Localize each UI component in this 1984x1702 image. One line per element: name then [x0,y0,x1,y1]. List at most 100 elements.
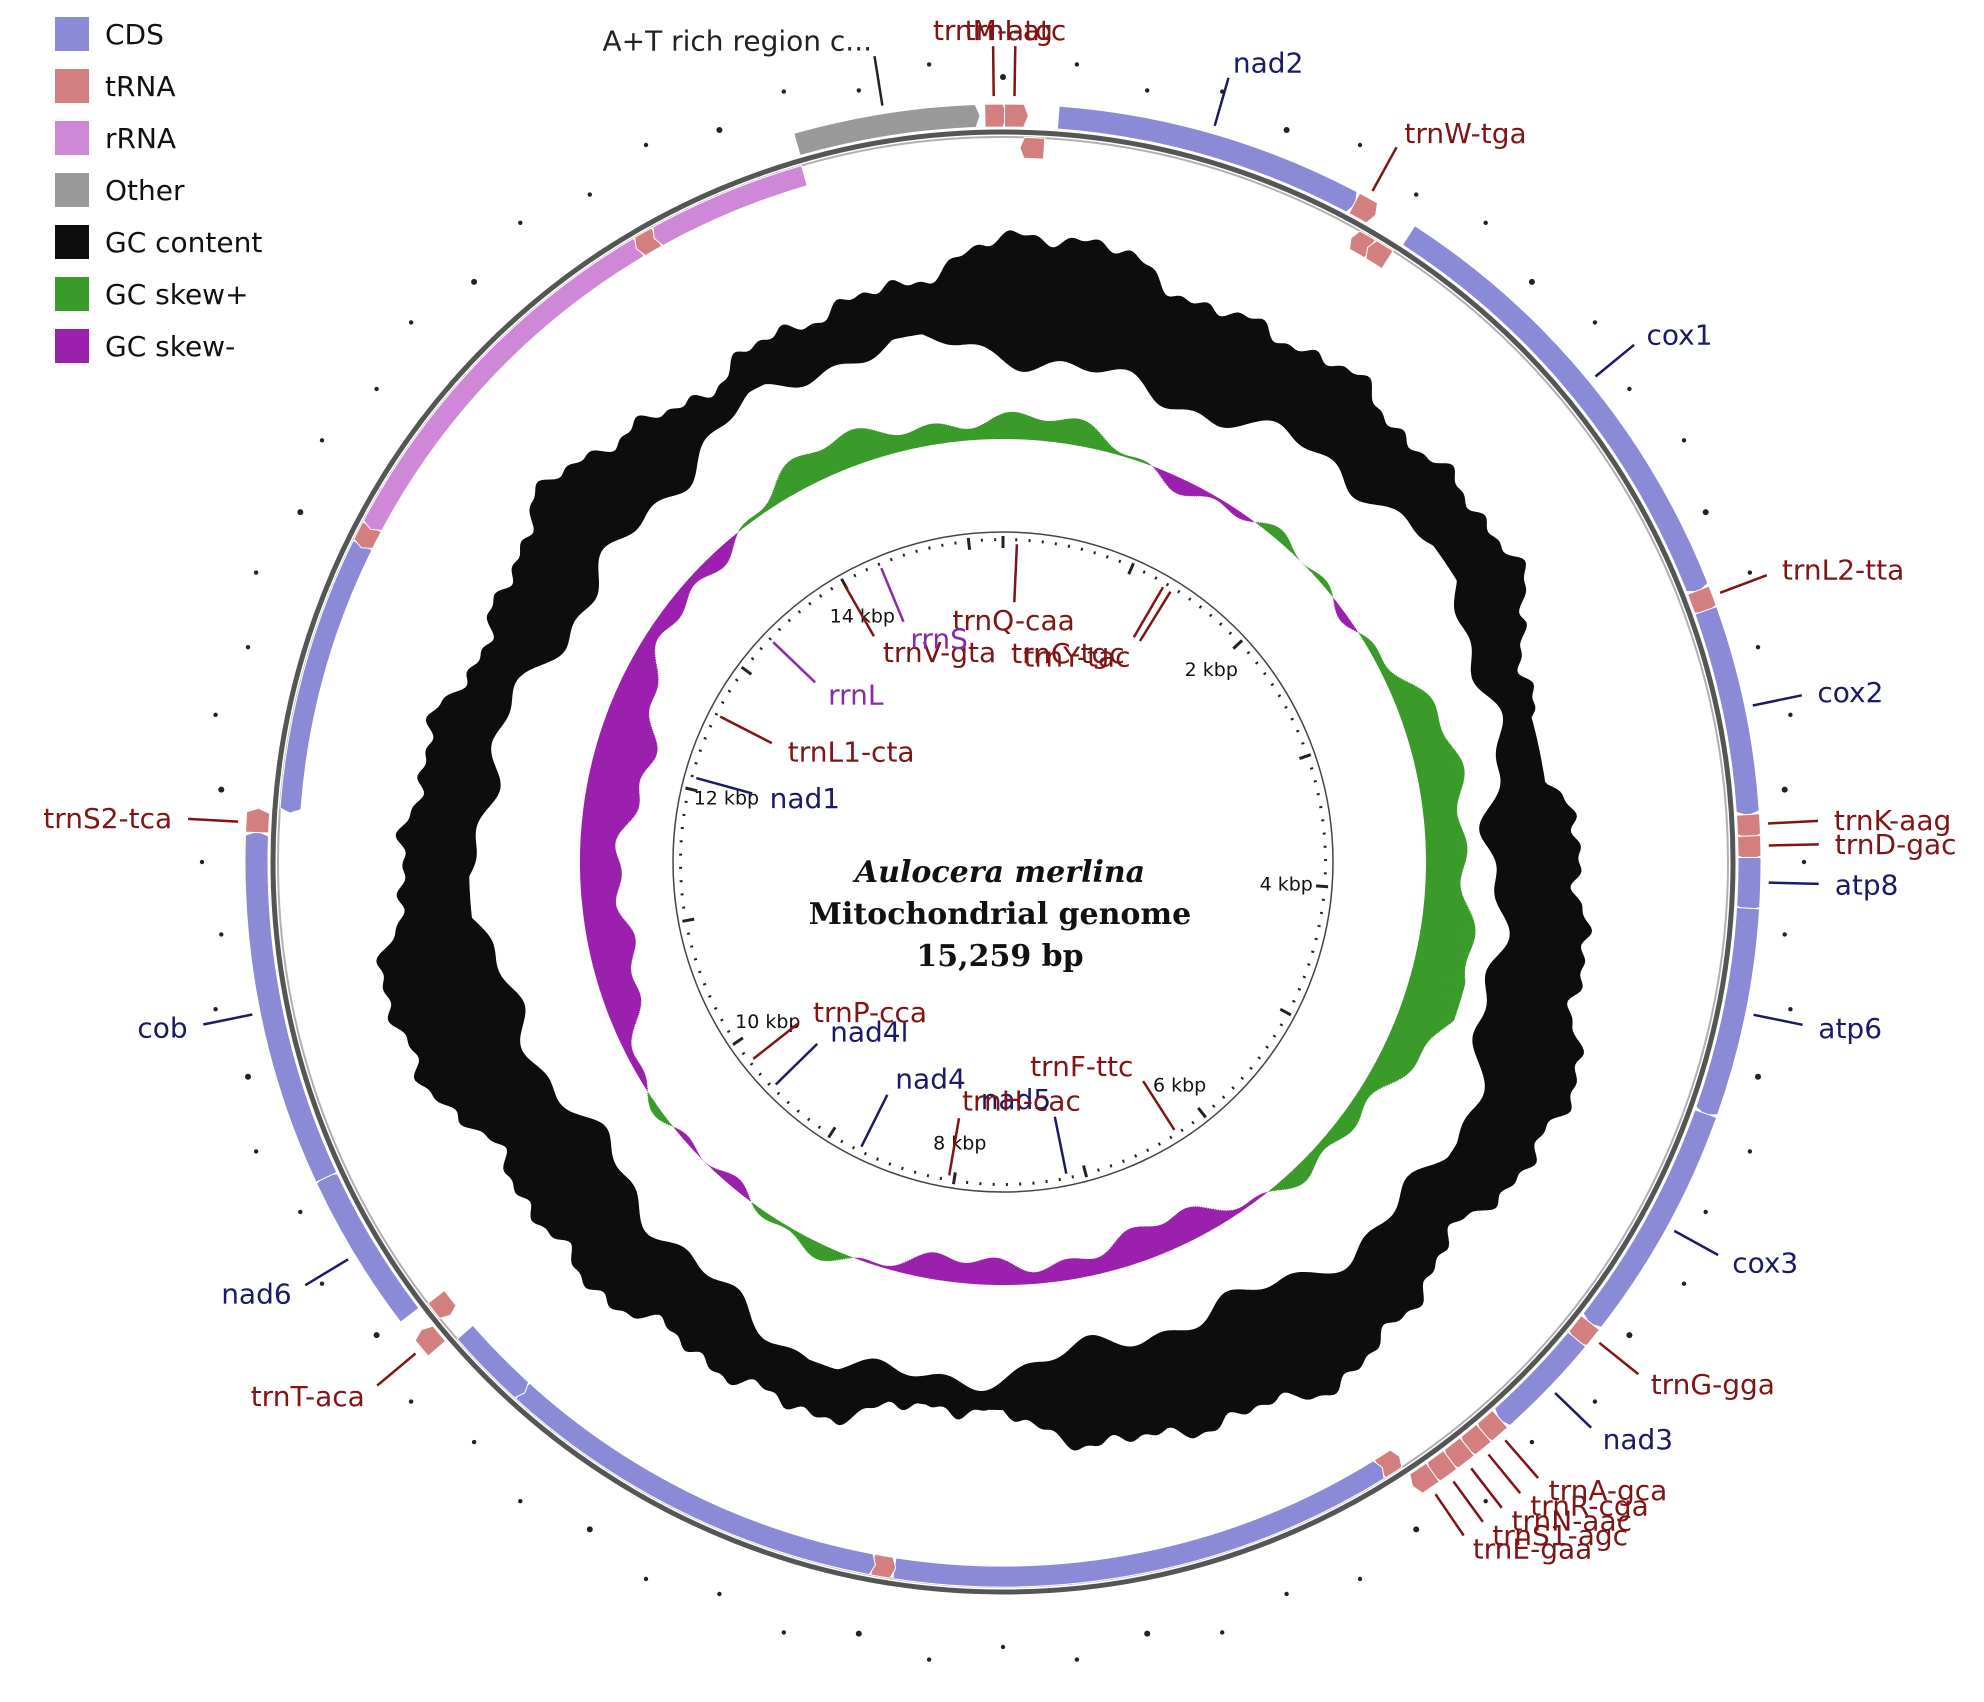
leader-line [1452,1480,1484,1523]
gc-skew-bar [1392,1023,1431,1042]
tick-dot [1592,320,1598,325]
tick-dot [213,1007,218,1012]
gc-skew-bar [1298,1162,1312,1176]
gc-skew-bar [799,1234,806,1244]
gc-skew-bar [647,1092,650,1096]
gc-skew-bar [597,972,632,985]
gc-skew-bar [1419,779,1465,790]
ruler-tick [1082,1165,1089,1178]
gc-skew-bar [679,1131,686,1137]
gc-skew-bar [653,1109,662,1117]
gc-skew-bar [1415,954,1466,969]
gc-skew-bar [583,805,636,816]
gc-skew-bar [761,508,767,513]
gc-skew-bar [647,1097,653,1102]
gc-skew-bar [600,982,636,996]
gc-skew-bar [593,959,633,973]
legend-label-gc-skew-plus: GC skew+ [105,277,249,311]
gc-skew-bar [630,1059,639,1066]
gc-skew-bar [580,853,618,857]
gc-skew-bar [773,486,784,502]
ruler-tick [1067,544,1071,548]
gc-skew-bar [1059,1260,1065,1281]
gc-skew-bar [600,980,635,994]
gc-skew-bar [1158,469,1164,477]
gc-skew-bar [1166,1220,1181,1247]
gc-skew-bar [1376,660,1384,666]
gc-skew-bar [781,468,797,494]
leader-line [1598,1341,1640,1376]
feature-label-trnd-gac: trnD-gac [1835,828,1957,861]
gc-skew-bar [1369,646,1378,653]
feature-trnh-cac [870,1553,897,1579]
gc-skew-bar [580,843,616,848]
gc-skew-bar [608,706,651,726]
gc-skew-bar [1107,444,1112,453]
gc-skew-bar [610,1008,641,1023]
gc-skew-bar [583,914,621,922]
gc-skew-bar [856,1257,860,1260]
gc-skew-bar [638,1072,646,1079]
tick-dot [926,62,932,67]
gc-skew-bar [1271,1187,1276,1192]
gc-skew-bar [1341,617,1350,624]
leader-line [1142,1080,1176,1131]
gc-skew-bar [1382,1046,1417,1065]
tick-dot [471,1439,477,1445]
gc-skew-bar [1392,685,1418,699]
gc-skew-bar [581,826,622,833]
gc-skew-bar [1202,1206,1217,1229]
gc-skew-bar [1206,1207,1220,1227]
gc-skew-bar [675,1127,679,1132]
gc-skew-bar [844,1254,849,1260]
gc-skew-bar [1153,466,1157,470]
feature-cox1 [1401,224,1709,593]
ruler-tick [863,1151,867,1156]
ruler-tick [1284,705,1288,709]
tick-dot [1681,438,1687,443]
gc-skew-bar [1407,982,1462,1001]
gc-skew-bar [1177,479,1186,495]
gc-skew-bar [1425,872,1462,876]
ruler-tick [720,700,725,705]
ruler-tick [941,543,944,547]
tick-dot [1626,1332,1633,1339]
gc-skew-bar [833,1251,840,1261]
gc-skew-bar [1424,898,1467,905]
gc-skew-bar [1418,940,1471,953]
gc-skew-bar [646,1088,649,1092]
gc-skew-bar [590,944,636,958]
gc-skew-bar [1315,1145,1324,1153]
gc-skew-bar [1284,541,1291,549]
gc-skew-bar [808,1240,818,1255]
gc-skew-bar [599,731,658,753]
gc-skew-bar [883,432,892,455]
gc-skew-bar [683,582,692,591]
gc-skew-bar [974,427,978,440]
gc-skew-bar [1336,1120,1352,1133]
gc-skew-bar [589,939,636,952]
gc-skew-bar [692,572,701,581]
gc-skew-bar [839,435,854,468]
gc-skew-bar [1311,1149,1321,1158]
ruler-tick [1314,937,1318,941]
gc-skew-bar [1068,418,1075,445]
gc-skew-bar [1018,413,1023,440]
tick-dot [1074,62,1080,67]
gc-skew-bar [1403,713,1439,728]
gc-skew-bar [1324,1135,1335,1144]
gc-skew-bar [1086,425,1094,448]
gc-skew-bar [872,429,883,458]
gc-skew-bar [1424,893,1464,899]
gc-skew-bar [581,828,620,834]
gc-skew-bar [1403,996,1456,1017]
gc-skew-bar [902,434,909,451]
feature-label-trnn-aac: trnN-aac [1512,1505,1633,1538]
gc-skew-bar [1068,1258,1075,1280]
gc-skew-bar [994,1257,998,1285]
gc-skew-bar [1410,971,1465,989]
gc-skew-bar [1058,419,1065,443]
gc-skew-bar [1361,635,1367,640]
gc-skew-bar [756,512,760,518]
gc-skew-bar [1423,811,1458,818]
